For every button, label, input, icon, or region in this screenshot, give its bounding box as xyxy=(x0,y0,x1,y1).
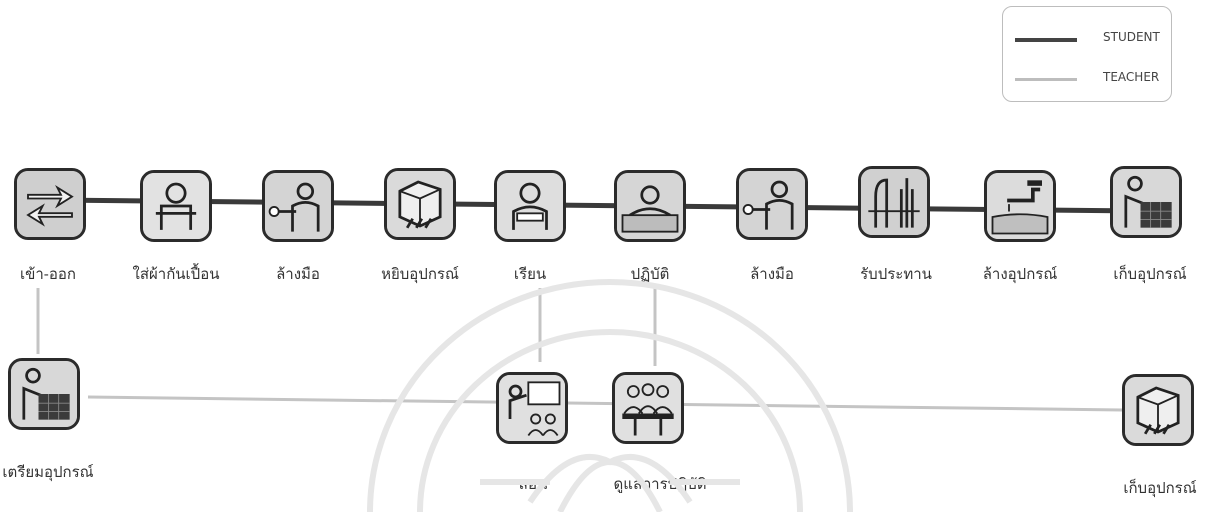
node-apron xyxy=(140,170,212,242)
legend: STUDENT TEACHER xyxy=(1002,6,1172,102)
box-icon xyxy=(1125,377,1191,443)
faucet-icon xyxy=(987,173,1053,239)
washing-hands-icon xyxy=(265,173,331,239)
box-icon xyxy=(387,171,453,237)
storing-icon xyxy=(1113,169,1179,235)
label-apron: ใส่ผ้ากันเปื้อน xyxy=(133,262,220,286)
legend-student-label: STUDENT xyxy=(1103,30,1160,44)
legend-student: STUDENT xyxy=(1015,29,1175,49)
student-flow-line xyxy=(52,200,1142,211)
node-pick-tools xyxy=(384,168,456,240)
label-store-box: เก็บอุปกรณ์ xyxy=(1123,476,1196,500)
study-icon xyxy=(497,173,563,239)
node-wash-tools xyxy=(984,170,1056,242)
label-store-tools: เก็บอุปกรณ์ xyxy=(1113,262,1186,286)
node-prepare-tools xyxy=(8,358,80,430)
storing-icon xyxy=(11,361,77,427)
node-store-tools xyxy=(1110,166,1182,238)
node-wash-hands-2 xyxy=(736,168,808,240)
node-study xyxy=(494,170,566,242)
node-wash-hands-1 xyxy=(262,170,334,242)
label-wash-tools: ล้างอุปกรณ์ xyxy=(983,262,1058,286)
legend-teacher-label: TEACHER xyxy=(1103,70,1159,84)
washing-hands-icon xyxy=(739,171,805,237)
legend-teacher: TEACHER xyxy=(1015,69,1175,89)
node-eat xyxy=(858,166,930,238)
label-entry: เข้า-ออก xyxy=(20,262,76,286)
legend-teacher-swatch xyxy=(1015,78,1077,81)
node-entry xyxy=(14,168,86,240)
label-prepare-tools: เตรียมอุปกรณ์ xyxy=(2,460,93,484)
eating-icon xyxy=(861,169,927,235)
arrows-icon xyxy=(17,171,83,237)
watermark-emblem xyxy=(330,262,890,512)
node-practice xyxy=(614,170,686,242)
legend-student-swatch xyxy=(1015,38,1077,42)
label-wash-hands-1: ล้างมือ xyxy=(276,262,320,286)
apron-icon xyxy=(143,173,209,239)
practice-icon xyxy=(617,173,683,239)
node-store-box xyxy=(1122,374,1194,446)
